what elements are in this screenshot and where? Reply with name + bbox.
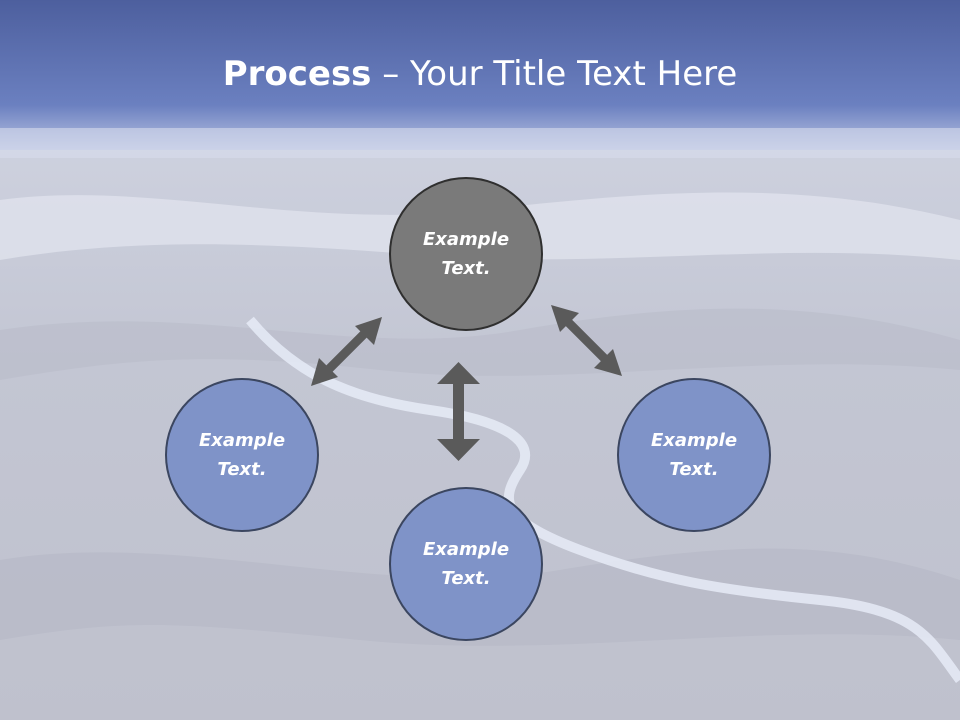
double-arrow-right [551, 305, 622, 376]
node-top-label: Example Text. [422, 229, 510, 279]
node-bottom-label: Example Text. [422, 539, 510, 589]
double-arrow-center [437, 362, 480, 461]
slide-title: Process – Your Title Text Here [0, 48, 960, 100]
process-node-top: Example Text. [389, 177, 543, 331]
double-arrow-left [311, 317, 382, 386]
title-bold: Process [222, 54, 372, 94]
process-node-right: Example Text. [617, 378, 771, 532]
process-node-left: Example Text. [165, 378, 319, 532]
title-rest: – Your Title Text Here [371, 54, 738, 94]
node-left-label: Example Text. [198, 430, 286, 480]
node-right-label: Example Text. [650, 430, 738, 480]
process-node-bottom: Example Text. [389, 487, 543, 641]
